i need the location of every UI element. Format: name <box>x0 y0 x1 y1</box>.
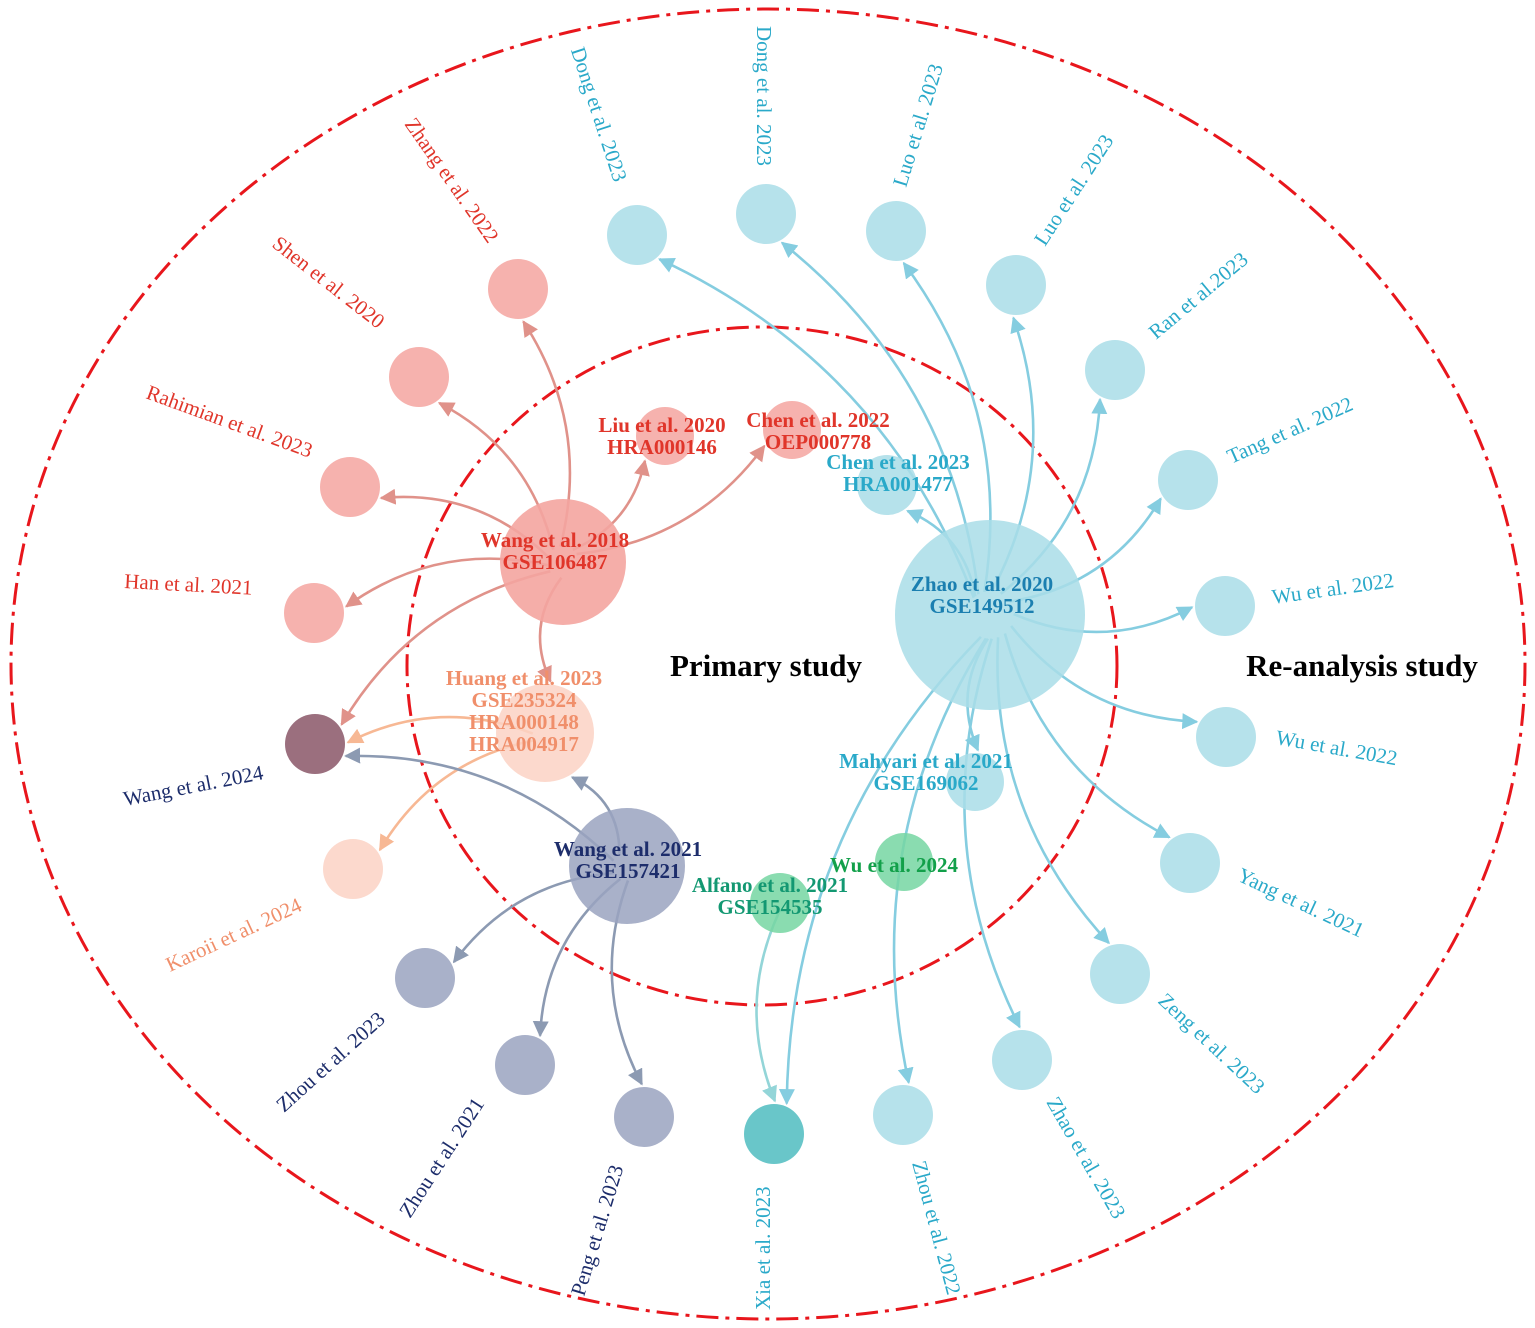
label-wang2018-line-1: GSE106487 <box>502 550 607 574</box>
node-luo2023a <box>866 201 926 261</box>
node-xia2023 <box>744 1104 804 1164</box>
label-chen2023-line-1: HRA001477 <box>843 472 953 496</box>
node-wu2022b <box>1196 707 1256 767</box>
node-huang2023 <box>496 684 594 782</box>
node-ran2023 <box>1085 340 1145 400</box>
inner-boundary-ellipse <box>405 325 1119 1007</box>
label-wu2024-line-0: Wu et al. 2024 <box>830 853 958 877</box>
node-dong2023b <box>736 184 796 244</box>
label-alfano2021-line-1: GSE154535 <box>717 895 822 919</box>
node-zeng2023 <box>1090 944 1150 1004</box>
edge-alfano2021-to-xia2023 <box>755 909 781 1103</box>
node-zhao2020 <box>895 520 1085 710</box>
label-wang2018-line-0: Wang et al. 2018 <box>481 528 629 552</box>
reanalysis-study-label: Re-analysis study <box>1246 648 1478 683</box>
node-wang2024 <box>285 714 345 774</box>
label-dong2023b: Dong et al. 2023 <box>752 26 776 166</box>
node-shen2020 <box>389 347 449 407</box>
label-peng2023: Peng et al. 2023 <box>566 1162 629 1298</box>
label-huang2023-line-1: GSE235324 <box>471 688 577 712</box>
outer-boundary-ellipse <box>9 7 1527 1321</box>
nodes-layer <box>284 184 1256 1164</box>
label-zhou2021: Zhou et al. 2021 <box>394 1093 489 1222</box>
node-chen2023 <box>857 455 917 515</box>
label-wu2022b: Wu et al. 2022 <box>1274 725 1399 770</box>
label-shen2020: Shen et al. 2020 <box>268 231 389 333</box>
label-han2021: Han et al. 2021 <box>124 569 253 600</box>
label-mahyari2021-line-0: Mahyari et al. 2021 <box>839 749 1013 773</box>
label-liu2020-line-1: HRA000146 <box>607 435 717 459</box>
node-mahyari2021 <box>946 753 1004 811</box>
label-zhao2020-line-1: GSE149512 <box>929 594 1034 618</box>
node-zhao2023 <box>992 1030 1052 1090</box>
label-liu2020-line-0: Liu et al. 2020 <box>598 413 725 437</box>
label-wang2021-line-0: Wang et al. 2021 <box>554 837 702 861</box>
label-zhou2022: Zhou et al. 2022 <box>907 1158 966 1297</box>
label-huang2023-line-2: HRA000148 <box>469 710 579 734</box>
label-alfano2021-line-0: Alfano et al. 2021 <box>692 873 848 897</box>
node-chen2022 <box>763 401 821 459</box>
node-liu2020 <box>636 407 694 465</box>
edge-zhao2020-to-xia2023 <box>778 635 982 1106</box>
primary-study-label: Primary study <box>670 648 863 683</box>
label-zhou2023a: Zhou et al. 2023 <box>271 1007 389 1117</box>
node-karoii2024 <box>323 839 383 899</box>
node-peng2023 <box>614 1087 674 1147</box>
node-wang2021 <box>569 808 685 924</box>
node-tang2022 <box>1158 450 1218 510</box>
node-zhou2023a <box>395 948 455 1008</box>
node-rahimian2023 <box>320 457 380 517</box>
label-chen2023-line-0: Chen et al. 2023 <box>826 450 970 474</box>
label-luo2023a: Luo et al. 2023 <box>888 61 948 190</box>
label-chen2022-line-1: OEP000778 <box>765 430 871 454</box>
label-wang2021-line-1: GSE157421 <box>575 859 680 883</box>
label-karoii2024: Karoii et al. 2024 <box>162 892 306 976</box>
label-rahimian2023: Rahimian et al. 2023 <box>143 380 316 462</box>
node-zhang2022 <box>488 259 548 319</box>
node-yang2021 <box>1160 833 1220 893</box>
label-zeng2023: Zeng et al. 2023 <box>1154 988 1270 1099</box>
label-xia2023: Xia et al. 2023 <box>751 1186 775 1310</box>
node-wu2024 <box>875 833 933 891</box>
node-wu2022a <box>1195 576 1255 636</box>
label-ran2023: Ran et al.2023 <box>1144 247 1253 344</box>
label-huang2023-line-3: HRA004917 <box>469 732 579 756</box>
node-dong2023a <box>607 205 667 265</box>
label-zhang2022: Zhang et al. 2022 <box>400 113 504 247</box>
node-luo2023b <box>986 255 1046 315</box>
label-chen2022-line-0: Chen et al. 2022 <box>746 408 890 432</box>
label-wu2022a: Wu et al. 2022 <box>1270 568 1395 609</box>
label-tang2022: Tang et al. 2022 <box>1223 392 1356 469</box>
label-dong2023a: Dong et al. 2023 <box>566 44 632 185</box>
node-zhou2021 <box>495 1035 555 1095</box>
node-alfano2021 <box>750 873 810 933</box>
node-wang2018 <box>500 499 626 625</box>
node-zhou2022 <box>873 1085 933 1145</box>
label-luo2023b: Luo et al. 2023 <box>1029 130 1118 250</box>
node-han2021 <box>284 583 344 643</box>
label-mahyari2021-line-1: GSE169062 <box>873 771 978 795</box>
label-zhao2023: Zhao et al. 2023 <box>1042 1093 1131 1223</box>
label-wang2024: Wang et al. 2024 <box>121 760 265 811</box>
label-yang2021: Yang et al. 2021 <box>1234 863 1368 943</box>
label-huang2023-line-0: Huang et al. 2023 <box>446 666 602 690</box>
label-zhao2020-line-0: Zhao et al. 2020 <box>911 572 1053 596</box>
